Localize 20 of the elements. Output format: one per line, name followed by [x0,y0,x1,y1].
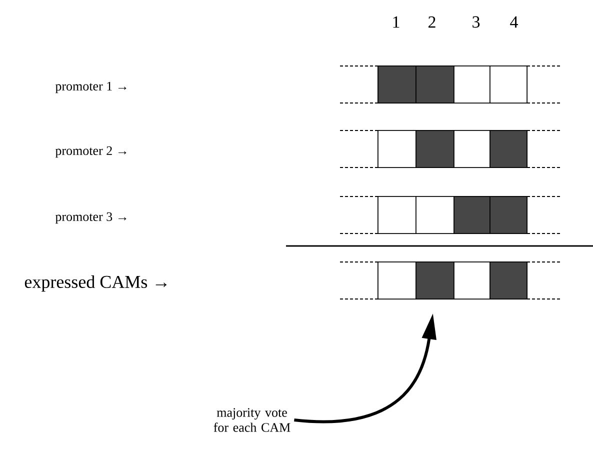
column-number: 3 [472,16,480,28]
row-label: promoter 3 → [55,212,126,224]
filled-cell [416,130,454,168]
filled-cell [490,130,528,168]
filled-cell [416,66,454,104]
empty-cell [454,262,490,300]
annotation-text: majority vote for each CAM [214,408,290,432]
column-number: 1 [393,16,400,28]
empty-cell [454,66,490,104]
row-label: promoter 1 → [55,82,126,94]
column-number: 2 [428,16,436,28]
row-label: expressed CAMs → [24,275,167,292]
filled-cell [416,262,454,300]
row-label: promoter 2 → [55,146,126,158]
filled-cell [378,66,416,104]
filled-cell [490,262,528,300]
column-number: 4 [510,16,518,28]
empty-cell [454,130,490,168]
filled-cell [454,196,490,234]
filled-cell [490,196,528,234]
